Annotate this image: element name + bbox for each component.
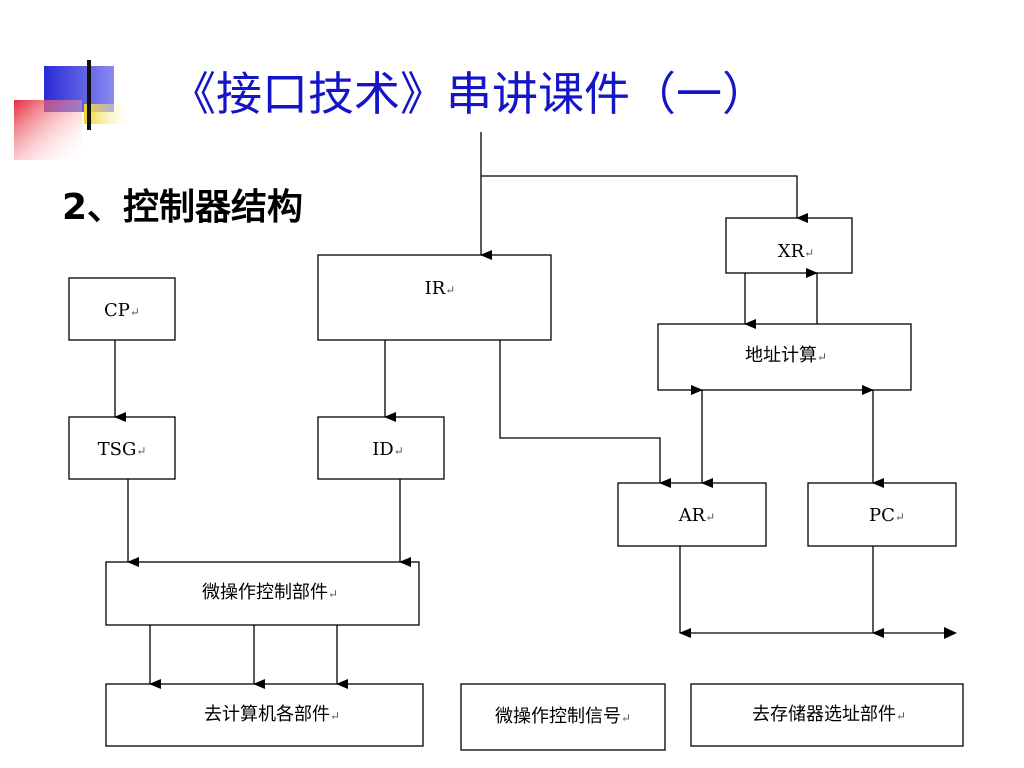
- box-to-memory: [690, 683, 964, 747]
- label-xr: XR↵: [778, 241, 814, 262]
- label-cp: CP↵: [104, 300, 140, 321]
- label-micro-ctrl: 微操作控制部件↵: [202, 582, 338, 603]
- label-ar: AR↵: [678, 505, 716, 526]
- corner-decoration: [14, 60, 134, 160]
- box-micro-ctrl: [105, 561, 420, 626]
- label-micro-signal: 微操作控制信号↵: [495, 706, 631, 727]
- box-to-computer: [105, 683, 424, 747]
- box-tsg: [68, 416, 176, 480]
- box-xr: [725, 217, 853, 274]
- label-to-computer: 去计算机各部件↵: [204, 704, 340, 725]
- box-pc: [807, 482, 957, 547]
- box-ar: [617, 482, 767, 547]
- slide-title: 《接口技术》串讲课件（一）: [170, 67, 768, 121]
- label-addr-calc: 地址计算↵: [745, 345, 827, 366]
- box-id: [317, 416, 445, 480]
- label-tsg: TSG↵: [98, 439, 147, 460]
- box-cp: [68, 277, 176, 341]
- label-pc: PC↵: [869, 505, 905, 526]
- arrow-ir-to-ar: [499, 340, 671, 488]
- label-ir: IR↵: [425, 278, 456, 299]
- label-to-memory: 去存储器选址部件↵: [752, 704, 906, 725]
- label-id: ID↵: [372, 439, 404, 460]
- box-ir: [317, 254, 552, 341]
- box-micro-signal: [460, 683, 666, 751]
- arrow-top-to-xr: [481, 175, 808, 223]
- bus-arrowhead: [944, 627, 957, 639]
- box-addr-calc: [657, 323, 912, 391]
- slide-subtitle: 2、控制器结构: [62, 187, 304, 228]
